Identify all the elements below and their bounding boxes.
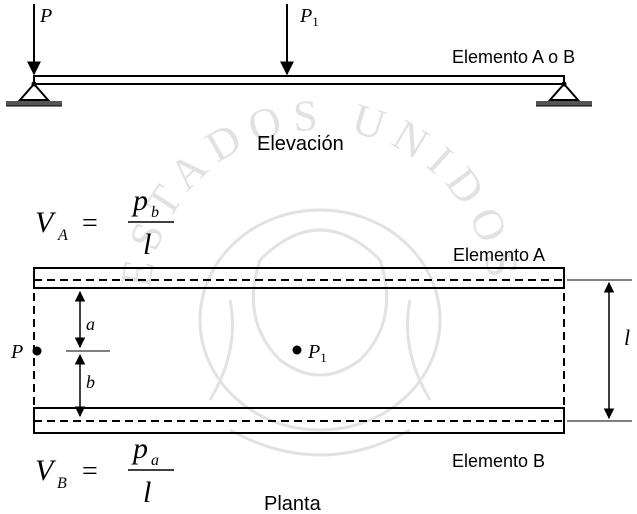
svg-text:a: a [151, 452, 159, 469]
dim-a-label: a [86, 314, 95, 334]
load-p-label: P [39, 5, 52, 27]
plan-p1-label: P1 [307, 341, 327, 365]
svg-text:p: p [131, 184, 148, 217]
plan-view: Elemento A P P1 a b l Elemento B [10, 245, 632, 471]
elemento-a-label: Elemento A [453, 245, 545, 265]
elemento-b-label: Elemento B [452, 451, 545, 471]
svg-text:l: l [143, 476, 151, 509]
svg-text:l: l [143, 228, 151, 261]
svg-text:=: = [82, 456, 98, 487]
svg-text:=: = [82, 208, 98, 239]
planta-label: Planta [264, 493, 322, 514]
svg-text:b: b [151, 204, 159, 221]
load-p1-label: P1 [299, 5, 319, 29]
elevation-beam [33, 75, 565, 85]
formula-vb: V B = p a l [35, 432, 174, 509]
formula-va: V A = p b l [35, 184, 174, 261]
plan-point-p [32, 346, 42, 356]
pin-support-left [6, 81, 62, 107]
dim-b-label: b [86, 372, 95, 392]
pin-support-right [536, 81, 592, 107]
plan-point-p1 [292, 345, 302, 355]
svg-text:V: V [35, 206, 57, 239]
elevation-view: P P1 Elemento A o B Elevación [6, 4, 592, 155]
elemento-a-beam [33, 267, 565, 289]
svg-text:p: p [131, 432, 148, 465]
svg-text:B: B [57, 475, 67, 492]
elevacion-label: Elevación [257, 133, 344, 155]
plan-p-label: P [10, 341, 23, 363]
dim-l-label: l [624, 325, 630, 350]
svg-text:A: A [57, 227, 68, 244]
svg-text:V: V [35, 454, 57, 487]
elemento-a-o-b-label: Elemento A o B [452, 47, 575, 67]
